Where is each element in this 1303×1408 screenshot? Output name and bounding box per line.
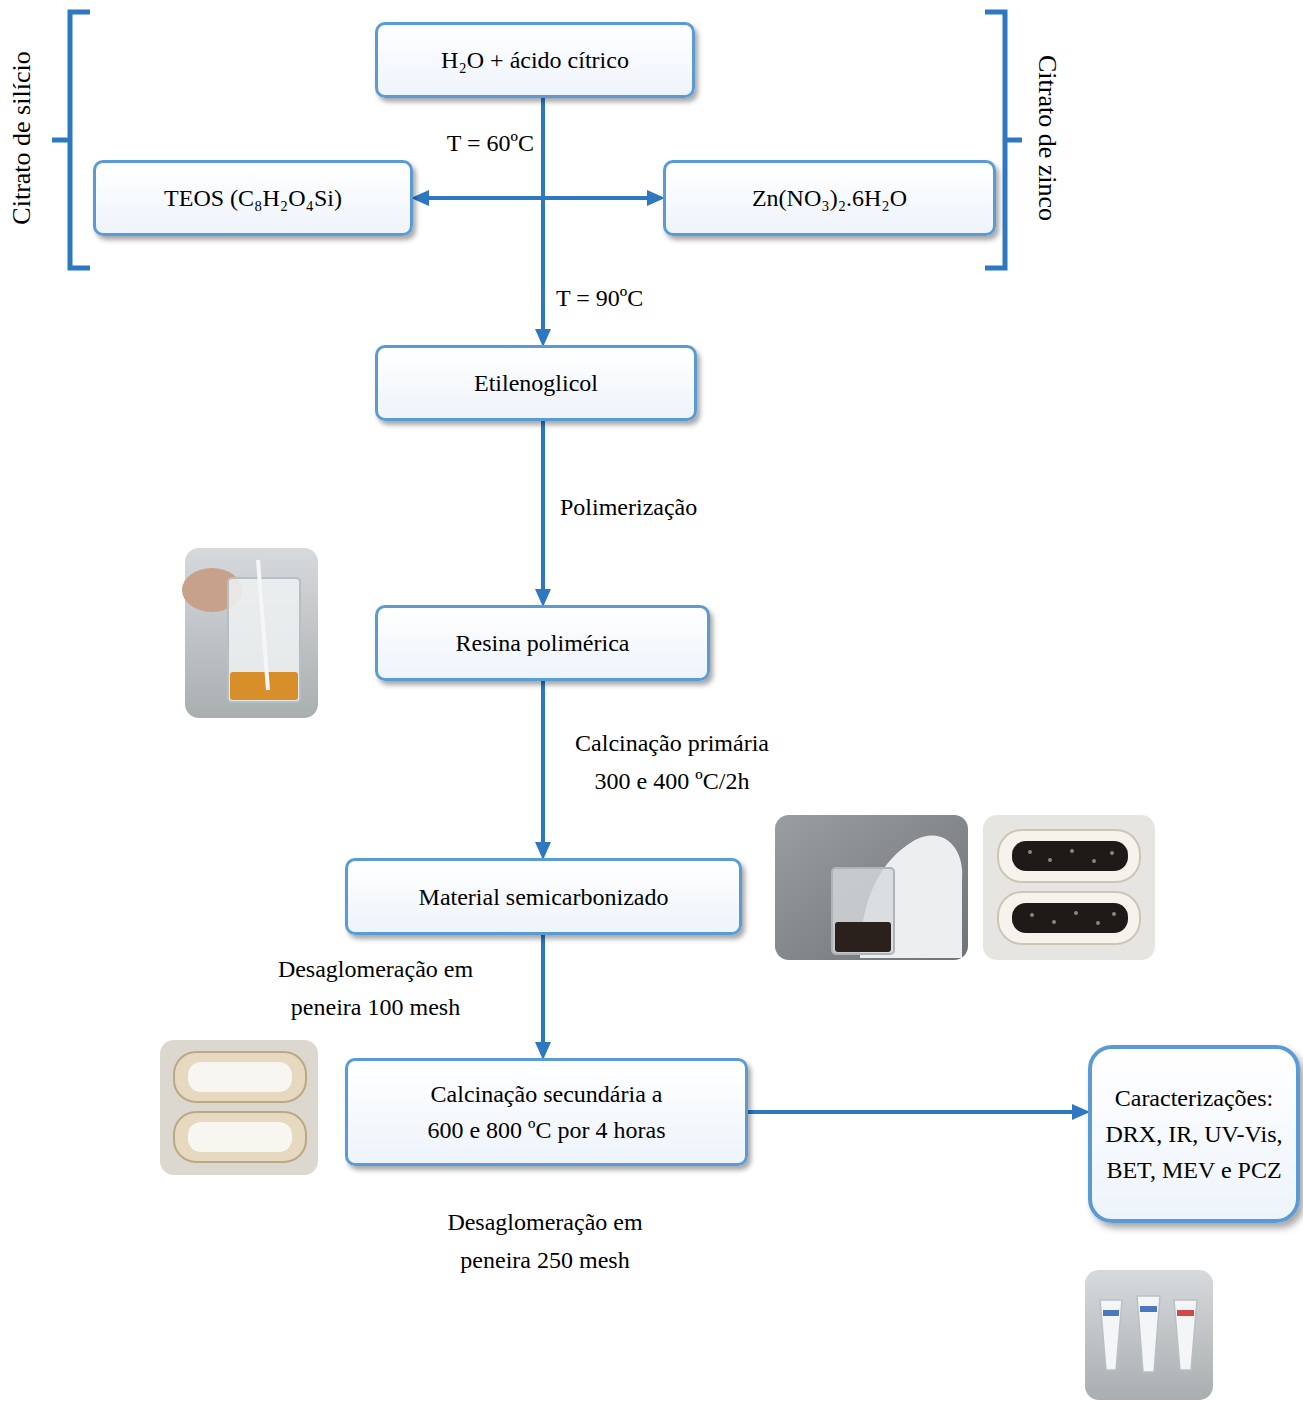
process-note: T = 60ºC (410, 124, 534, 162)
flow-arrow (541, 98, 545, 337)
node-text: Material semicarbonizado (419, 879, 669, 915)
sample-tube (1100, 1300, 1122, 1370)
charred-beaker-photo (775, 815, 968, 960)
dot (1110, 851, 1114, 855)
flow-arrow (541, 935, 545, 1050)
tube-tag (1103, 1310, 1119, 1316)
flow-arrow (421, 196, 655, 200)
beaker-shape (832, 868, 894, 954)
photo-frame (983, 815, 1155, 960)
group-label: Citrato de silício (3, 0, 41, 288)
process-box: Zn(NO₃)₂.6H₂O (663, 160, 996, 236)
result-box: Caracterizações: DRX, IR, UV-Vis, BET, M… (1088, 1045, 1300, 1223)
node-text: Caracterizações: DRX, IR, UV-Vis, BET, M… (1097, 1080, 1291, 1188)
tube-tag (1140, 1306, 1157, 1312)
powder-dots (1028, 849, 1116, 925)
crucible-photo (983, 815, 1155, 960)
charred-material (835, 922, 891, 952)
dot (1074, 911, 1078, 915)
step-label: Polimerização (560, 488, 780, 526)
node-text: TEOS (C₈H₂O₄Si) (164, 180, 342, 216)
dot (1112, 912, 1116, 916)
bracket-tick (1005, 138, 1022, 143)
flow-arrow (541, 421, 545, 597)
group-label: Citrato de zinco (1028, 0, 1066, 288)
flow-arrow (748, 1110, 1080, 1114)
white-powder (188, 1062, 292, 1092)
dot (1096, 921, 1100, 925)
flow-arrow (541, 681, 545, 850)
black-powder (1012, 841, 1128, 871)
process-box: Resina polimérica (375, 605, 710, 681)
process-box: Material semicarbonizado (345, 858, 742, 935)
node-text: Resina polimérica (456, 625, 630, 661)
process-note: T = 90ºC (556, 279, 696, 317)
dot (1030, 913, 1034, 917)
photo-frame (160, 1040, 318, 1175)
dot (1048, 858, 1052, 862)
white-powder-photo (160, 1040, 318, 1175)
stirring-rod (258, 560, 268, 690)
crucible-boat (174, 1052, 306, 1102)
node-text: Calcinação secundária a 600 e 800 ºC por… (415, 1076, 679, 1148)
group-bracket (70, 12, 90, 268)
resin-liquid (230, 672, 298, 700)
node-text: Zn(NO₃)₂.6H₂O (752, 180, 907, 216)
black-powder (1012, 903, 1128, 933)
sample-tube (1174, 1300, 1197, 1370)
dot (1070, 849, 1074, 853)
process-box: Etilenoglicol (375, 345, 697, 421)
dot (1052, 920, 1056, 924)
crucible-boat (998, 892, 1140, 944)
node-text: Etilenoglicol (474, 365, 598, 401)
process-box: TEOS (C₈H₂O₄Si) (93, 160, 413, 236)
step-label: Calcinação primária 300 e 400 ºC/2h (563, 724, 781, 800)
crucible-boat (998, 830, 1140, 882)
sample-tube (1137, 1296, 1160, 1372)
dot (1028, 850, 1032, 854)
white-powder (188, 1122, 292, 1152)
crucible-boat (174, 1112, 306, 1162)
photo-frame (1085, 1270, 1213, 1400)
dot (1092, 859, 1096, 863)
process-box: Calcinação secundária a 600 e 800 ºC por… (345, 1058, 748, 1166)
step-label: Desaglomeração em peneira 100 mesh (253, 950, 498, 1026)
resin-photo (182, 548, 318, 718)
bracket-tick (52, 138, 70, 143)
photo-frame (775, 815, 968, 960)
sample-tubes-photo (1085, 1270, 1213, 1400)
process-box: H₂O + ácido cítrico (375, 22, 695, 98)
node-text: H₂O + ácido cítrico (441, 42, 629, 78)
tube-tag (1177, 1310, 1194, 1316)
process-note: Desaglomeração em peneira 250 mesh (413, 1203, 677, 1279)
